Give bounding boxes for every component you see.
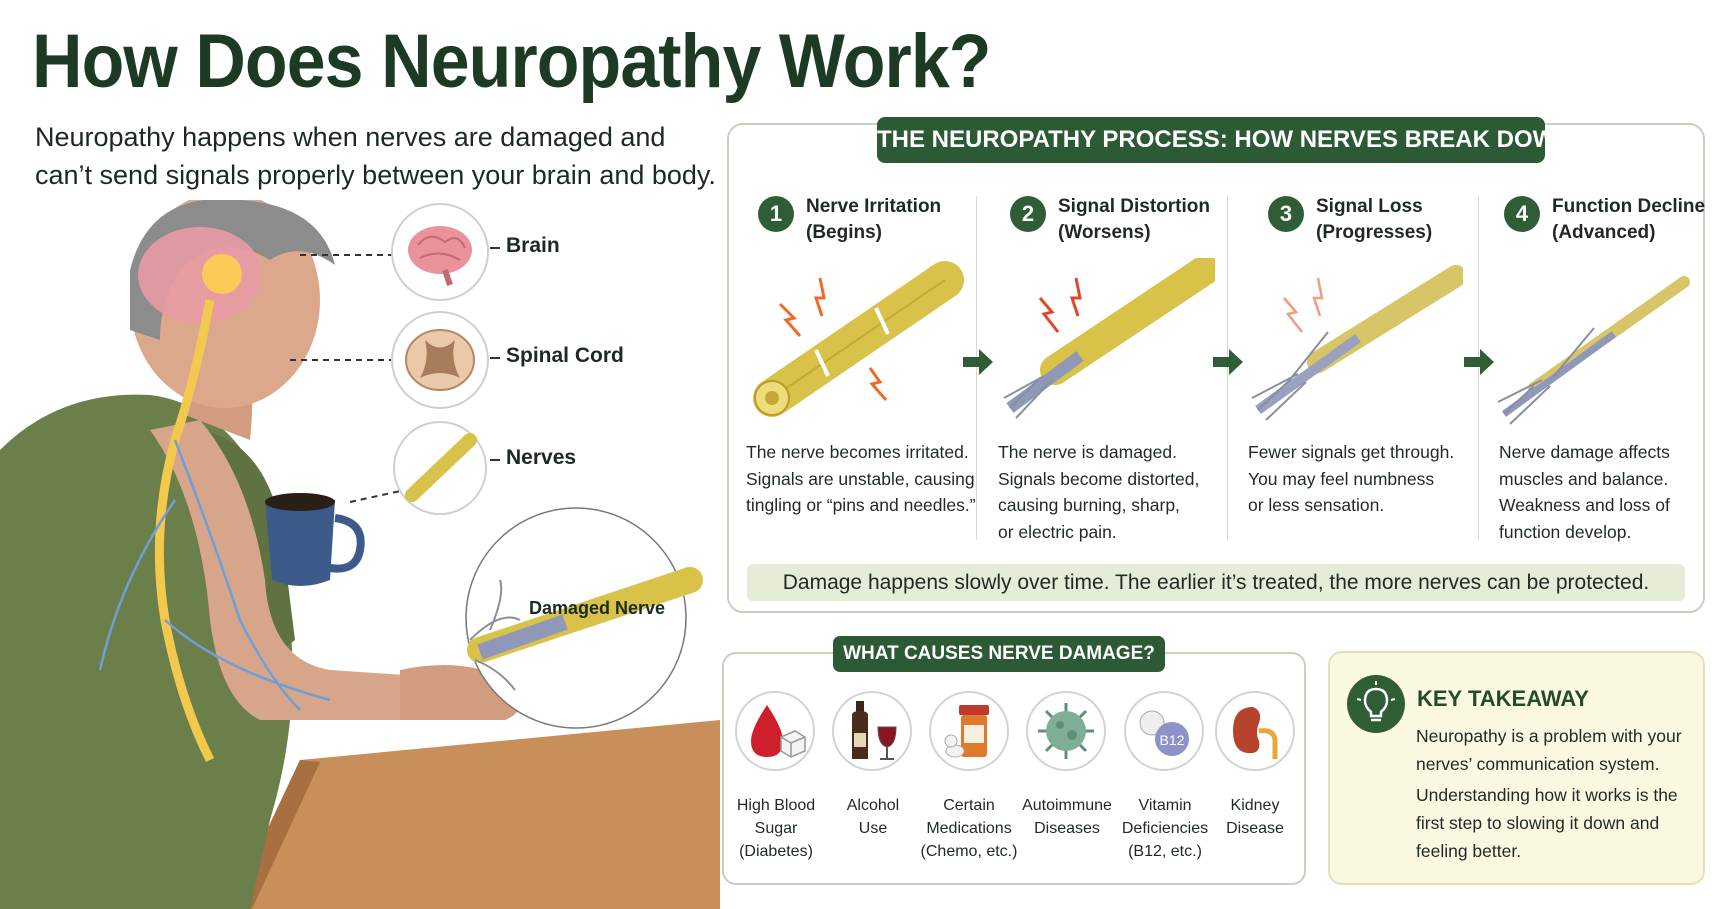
page-subtitle: Neuropathy happens when nerves are damag… [35, 118, 716, 194]
step-1-title: Nerve Irritation(Begins) [806, 196, 942, 243]
process-title-banner: THE NEUROPATHY PROCESS: HOW NERVES BREAK… [877, 117, 1573, 163]
subtitle-line-2: can’t send signals properly between your… [35, 160, 716, 190]
person-nervous-system-illustration [0, 200, 720, 909]
causes-title-banner: WHAT CAUSES NERVE DAMAGE? [833, 636, 1165, 672]
lightbulb-icon [1347, 675, 1405, 733]
coffee-mug [265, 500, 335, 586]
step-4-title: Function Decline(Advanced) [1552, 196, 1706, 243]
label-nerves: Nerves [506, 446, 577, 469]
arm [150, 420, 490, 720]
step-2-number: 2 [1010, 196, 1046, 232]
step-divider [1227, 196, 1228, 540]
cause-circle-1 [735, 691, 815, 771]
b12-badge: B12 [1160, 732, 1185, 748]
step-divider [976, 196, 977, 540]
step-2-description: The nerve is damaged.Signals become dist… [998, 442, 1200, 542]
signal-loss-nerve-icon [1251, 265, 1463, 421]
virus-icon [1038, 703, 1094, 759]
step-4-number: 4 [1504, 196, 1540, 232]
spinal-nerve-path [154, 299, 215, 763]
subtitle-line-1: Neuropathy happens when nerves are damag… [35, 122, 666, 152]
step-1-description: The nerve becomes irritated.Signals are … [746, 442, 976, 515]
blood-drop-sugar-icon [751, 705, 806, 758]
label-brain: Brain [506, 234, 560, 257]
cause-circle-4 [1026, 691, 1106, 771]
distorted-nerve-icon [1003, 258, 1215, 419]
kidney-icon [1233, 707, 1278, 759]
arrow-right-icon [1464, 349, 1494, 375]
label-spinal-cord: Spinal Cord [506, 344, 624, 367]
wine-bottle-icon [852, 701, 897, 760]
page-title: How Does Neuropathy Work? [32, 19, 992, 104]
advanced-damage-nerve-icon [1497, 276, 1690, 425]
table-surface [230, 720, 720, 909]
step-1-number: 1 [758, 196, 794, 232]
step-divider [1478, 196, 1479, 540]
vitamin-pill-icon: B12 [1139, 710, 1189, 756]
step-3-title: Signal Loss(Progresses) [1316, 196, 1433, 243]
cause-circle-3 [929, 691, 1009, 771]
cause-circle-5: B12 [1124, 691, 1204, 771]
step-2-title: Signal Distortion(Worsens) [1058, 196, 1210, 243]
label-damaged-nerve: Damaged Nerve [529, 598, 666, 618]
brain-in-head [138, 227, 262, 323]
pill-bottle-icon [944, 705, 989, 758]
cause-circle-2 [832, 691, 912, 771]
step-3-description: Fewer signals get through.You may feel n… [1248, 442, 1455, 515]
process-note: Damage happens slowly over time. The ear… [747, 564, 1685, 601]
causes-panel [722, 652, 1306, 885]
cause-circle-6 [1215, 691, 1295, 771]
arrow-right-icon [963, 349, 993, 375]
arrow-right-icon [1213, 349, 1243, 375]
step-3-number: 3 [1268, 196, 1304, 232]
intact-nerve-icon [753, 261, 964, 417]
takeaway-title: KEY TAKEAWAY [1417, 686, 1589, 711]
